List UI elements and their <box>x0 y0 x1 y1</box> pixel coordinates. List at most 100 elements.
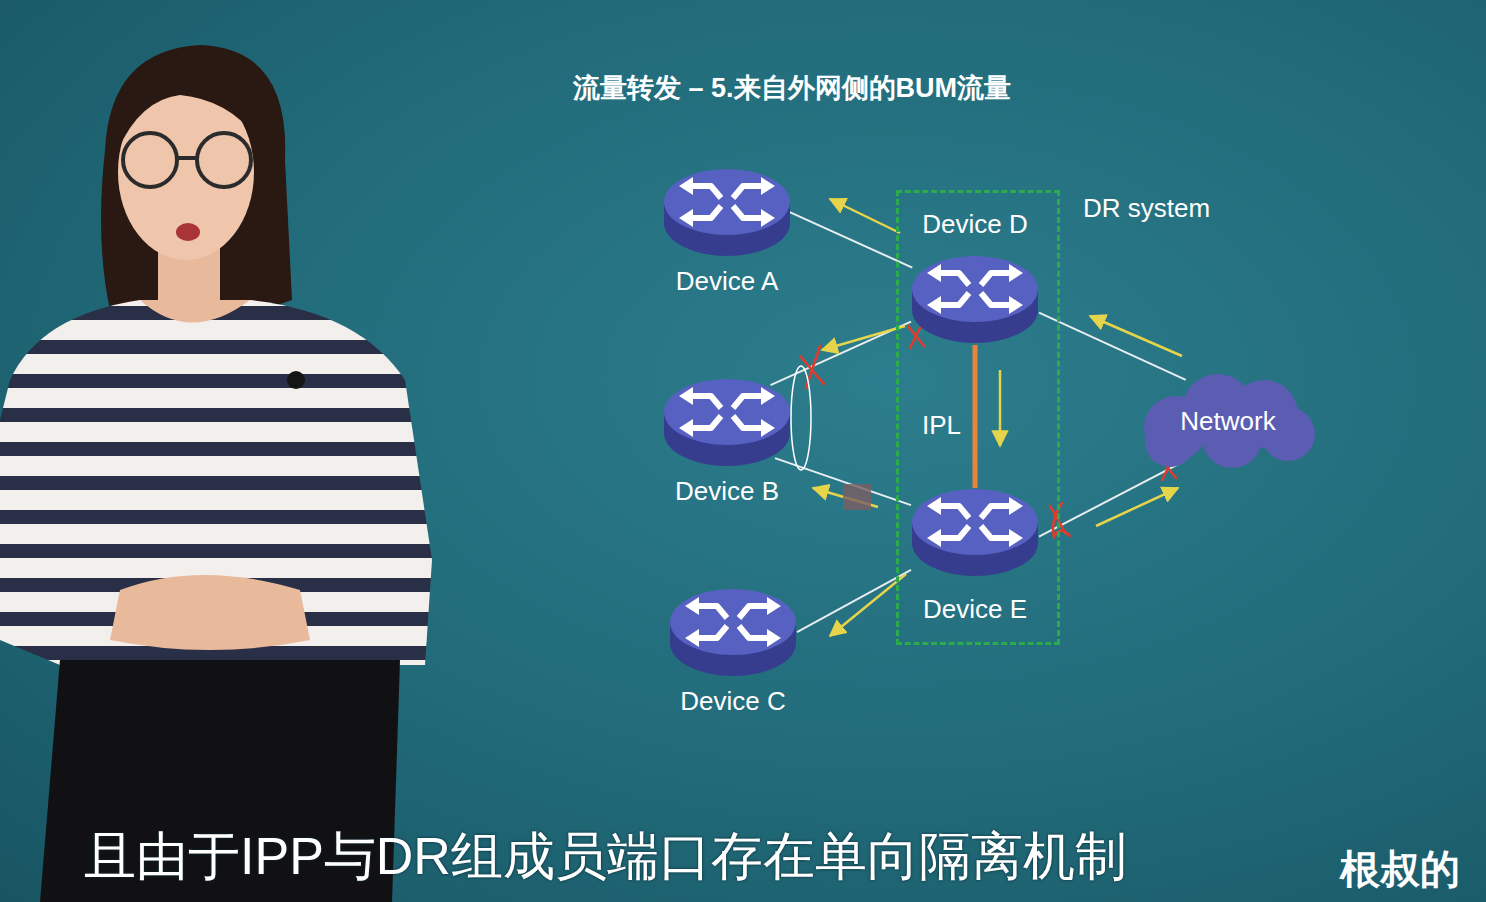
edge-label: IPL <box>922 410 961 440</box>
edge-label-holder: IPL <box>922 410 961 440</box>
switch-arrow-head <box>767 597 781 615</box>
flow-arrow <box>830 199 900 233</box>
device-label: Device B <box>675 476 779 506</box>
device-label: Device A <box>676 266 779 296</box>
watermark-holder: 根叔的 <box>1340 842 1460 897</box>
switch-arrow-head <box>679 209 693 227</box>
switch-arrow <box>733 396 763 408</box>
switch-icon <box>911 255 1039 345</box>
network-cloud: Network <box>1140 372 1316 470</box>
switch-icon <box>663 168 791 258</box>
device-node: Device B <box>663 378 791 506</box>
switch-graphic <box>663 378 791 468</box>
device-node: Device A <box>663 168 791 296</box>
switch-arrow-head <box>927 264 941 282</box>
flow-arrow <box>830 574 906 636</box>
switch-arrow <box>739 626 769 638</box>
flow-arrow <box>1090 316 1182 356</box>
shirt <box>0 300 432 665</box>
switch-arrow <box>691 206 721 218</box>
switch-arrow <box>981 526 1011 538</box>
switch-arrow <box>691 186 721 198</box>
group-label-holder: DR system <box>1083 193 1210 223</box>
switch-graphic <box>669 588 797 678</box>
switch-arrow-head <box>927 529 941 547</box>
collar <box>140 300 250 323</box>
switch-arrow-head <box>761 209 775 227</box>
glasses-left <box>123 133 177 187</box>
switch-arrow-head <box>767 629 781 647</box>
switch-arrow <box>939 293 969 305</box>
switch-arrows <box>697 606 769 638</box>
switch-arrow-head <box>1009 497 1023 515</box>
group-label: DR system <box>1083 193 1210 223</box>
subtitle-caption-holder: 且由于IPP与DR组成员端口存在单向隔离机制 <box>84 822 1127 892</box>
switch-arrows <box>691 186 763 218</box>
mouth <box>176 223 200 241</box>
switch-top <box>670 589 796 655</box>
switch-arrow-head <box>927 497 941 515</box>
switch-arrow-head <box>761 177 775 195</box>
switch-arrow <box>733 186 763 198</box>
hands <box>110 575 310 650</box>
dr-system-group: DR systemDevice DDevice E <box>896 190 1060 645</box>
switch-arrow-head <box>679 419 693 437</box>
switch-arrow <box>697 626 727 638</box>
link-aggregation-oval <box>791 366 811 470</box>
switch-arrow-head <box>927 296 941 314</box>
flow-arrow <box>822 326 905 350</box>
switch-arrow-head <box>685 597 699 615</box>
switch-arrow-head <box>679 387 693 405</box>
switch-arrows <box>691 396 763 428</box>
network-link <box>1039 462 1182 536</box>
switch-arrow-head <box>1009 529 1023 547</box>
glasses-bridge <box>177 156 197 160</box>
switch-arrow-head <box>761 419 775 437</box>
slide-title: 流量转发 – 5.来自外网侧的BUM流量 <box>573 70 1011 106</box>
switch-arrow <box>739 606 769 618</box>
switch-arrow <box>981 506 1011 518</box>
microphone <box>287 371 305 389</box>
flow-arrow <box>1096 488 1178 526</box>
switch-arrows <box>939 506 1011 538</box>
block-mark <box>1050 503 1070 537</box>
switch-top <box>664 379 790 445</box>
network-link <box>797 570 911 632</box>
switch-arrow-head <box>1009 296 1023 314</box>
flow-arrow <box>999 370 1002 446</box>
switch-arrow-head <box>685 629 699 647</box>
cloud-label: Network <box>1180 406 1275 436</box>
network-link <box>790 212 913 268</box>
device-label: Device E <box>923 594 1027 624</box>
block-mark <box>908 324 924 348</box>
device-label: Device C <box>680 686 785 716</box>
switch-top <box>912 489 1038 555</box>
slide-title-holder: 流量转发 – 5.来自外网侧的BUM流量 <box>573 70 1011 106</box>
device-node: Device E <box>911 488 1039 624</box>
device-node: Device C <box>669 588 797 716</box>
switch-arrow <box>691 396 721 408</box>
switch-arrow <box>697 606 727 618</box>
switch-arrow-head <box>761 387 775 405</box>
ipl-link <box>973 345 978 488</box>
device-node: Device D <box>911 209 1039 345</box>
switch-graphic <box>663 168 791 258</box>
switch-graphic <box>911 488 1039 578</box>
device-label: Device D <box>922 209 1027 239</box>
switch-arrow <box>981 293 1011 305</box>
network-link <box>1039 313 1186 380</box>
switch-arrow <box>939 526 969 538</box>
switch-arrow <box>733 416 763 428</box>
switch-arrows <box>939 273 1011 305</box>
cursor-artifact <box>843 484 871 510</box>
network-link <box>771 322 911 386</box>
switch-icon <box>669 588 797 678</box>
switch-arrow-head <box>1009 264 1023 282</box>
watermark: 根叔的 <box>1340 842 1460 897</box>
subtitle-caption: 且由于IPP与DR组成员端口存在单向隔离机制 <box>84 822 1127 892</box>
switch-graphic <box>911 255 1039 345</box>
switch-arrow <box>939 273 969 285</box>
switch-arrow <box>939 506 969 518</box>
